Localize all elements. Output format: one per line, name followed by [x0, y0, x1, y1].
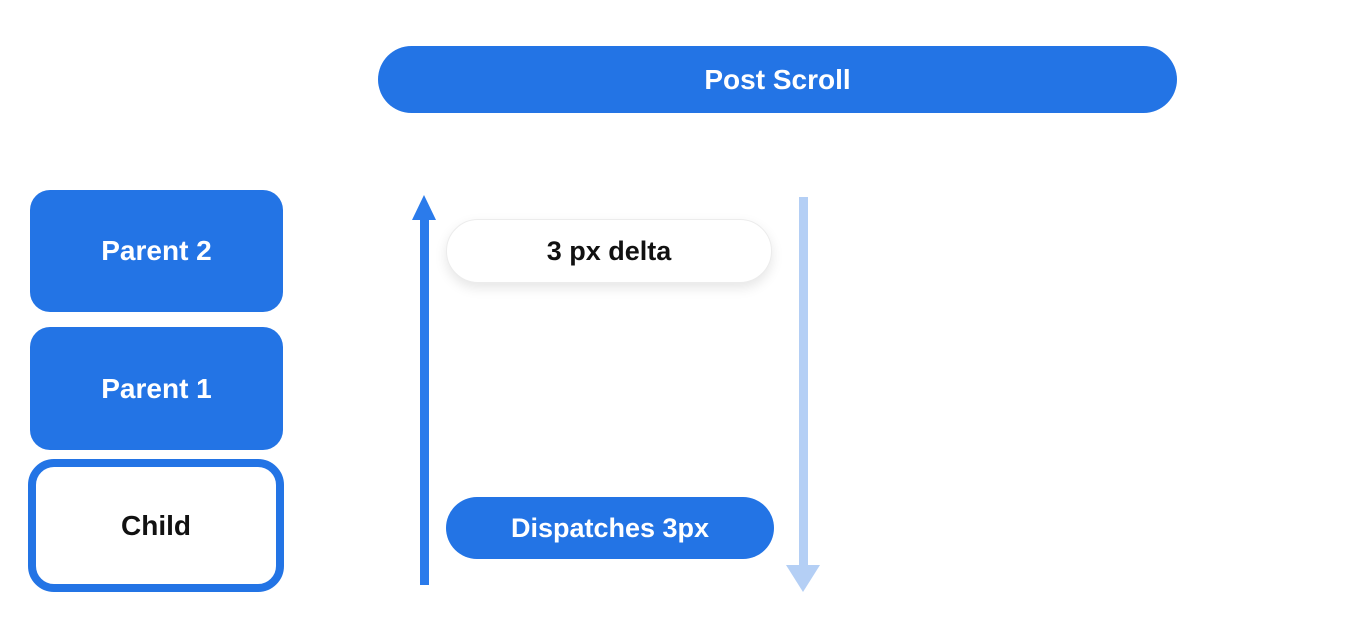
box-parent-1: Parent 1 [30, 327, 283, 450]
box-parent-2: Parent 2 [30, 190, 283, 312]
post-scroll-header-pill: Post Scroll [378, 46, 1177, 113]
box-child: Child [28, 459, 284, 592]
up-arrow-head [412, 195, 436, 220]
up-arrow-shaft [419, 220, 429, 585]
delta-label-pill: 3 px delta [446, 219, 772, 283]
down-arrow-shaft [798, 197, 808, 565]
up-arrow-icon [412, 195, 436, 585]
down-arrow-icon [786, 197, 820, 592]
down-arrow-head [786, 565, 820, 592]
dispatch-label-pill: Dispatches 3px [446, 497, 774, 559]
